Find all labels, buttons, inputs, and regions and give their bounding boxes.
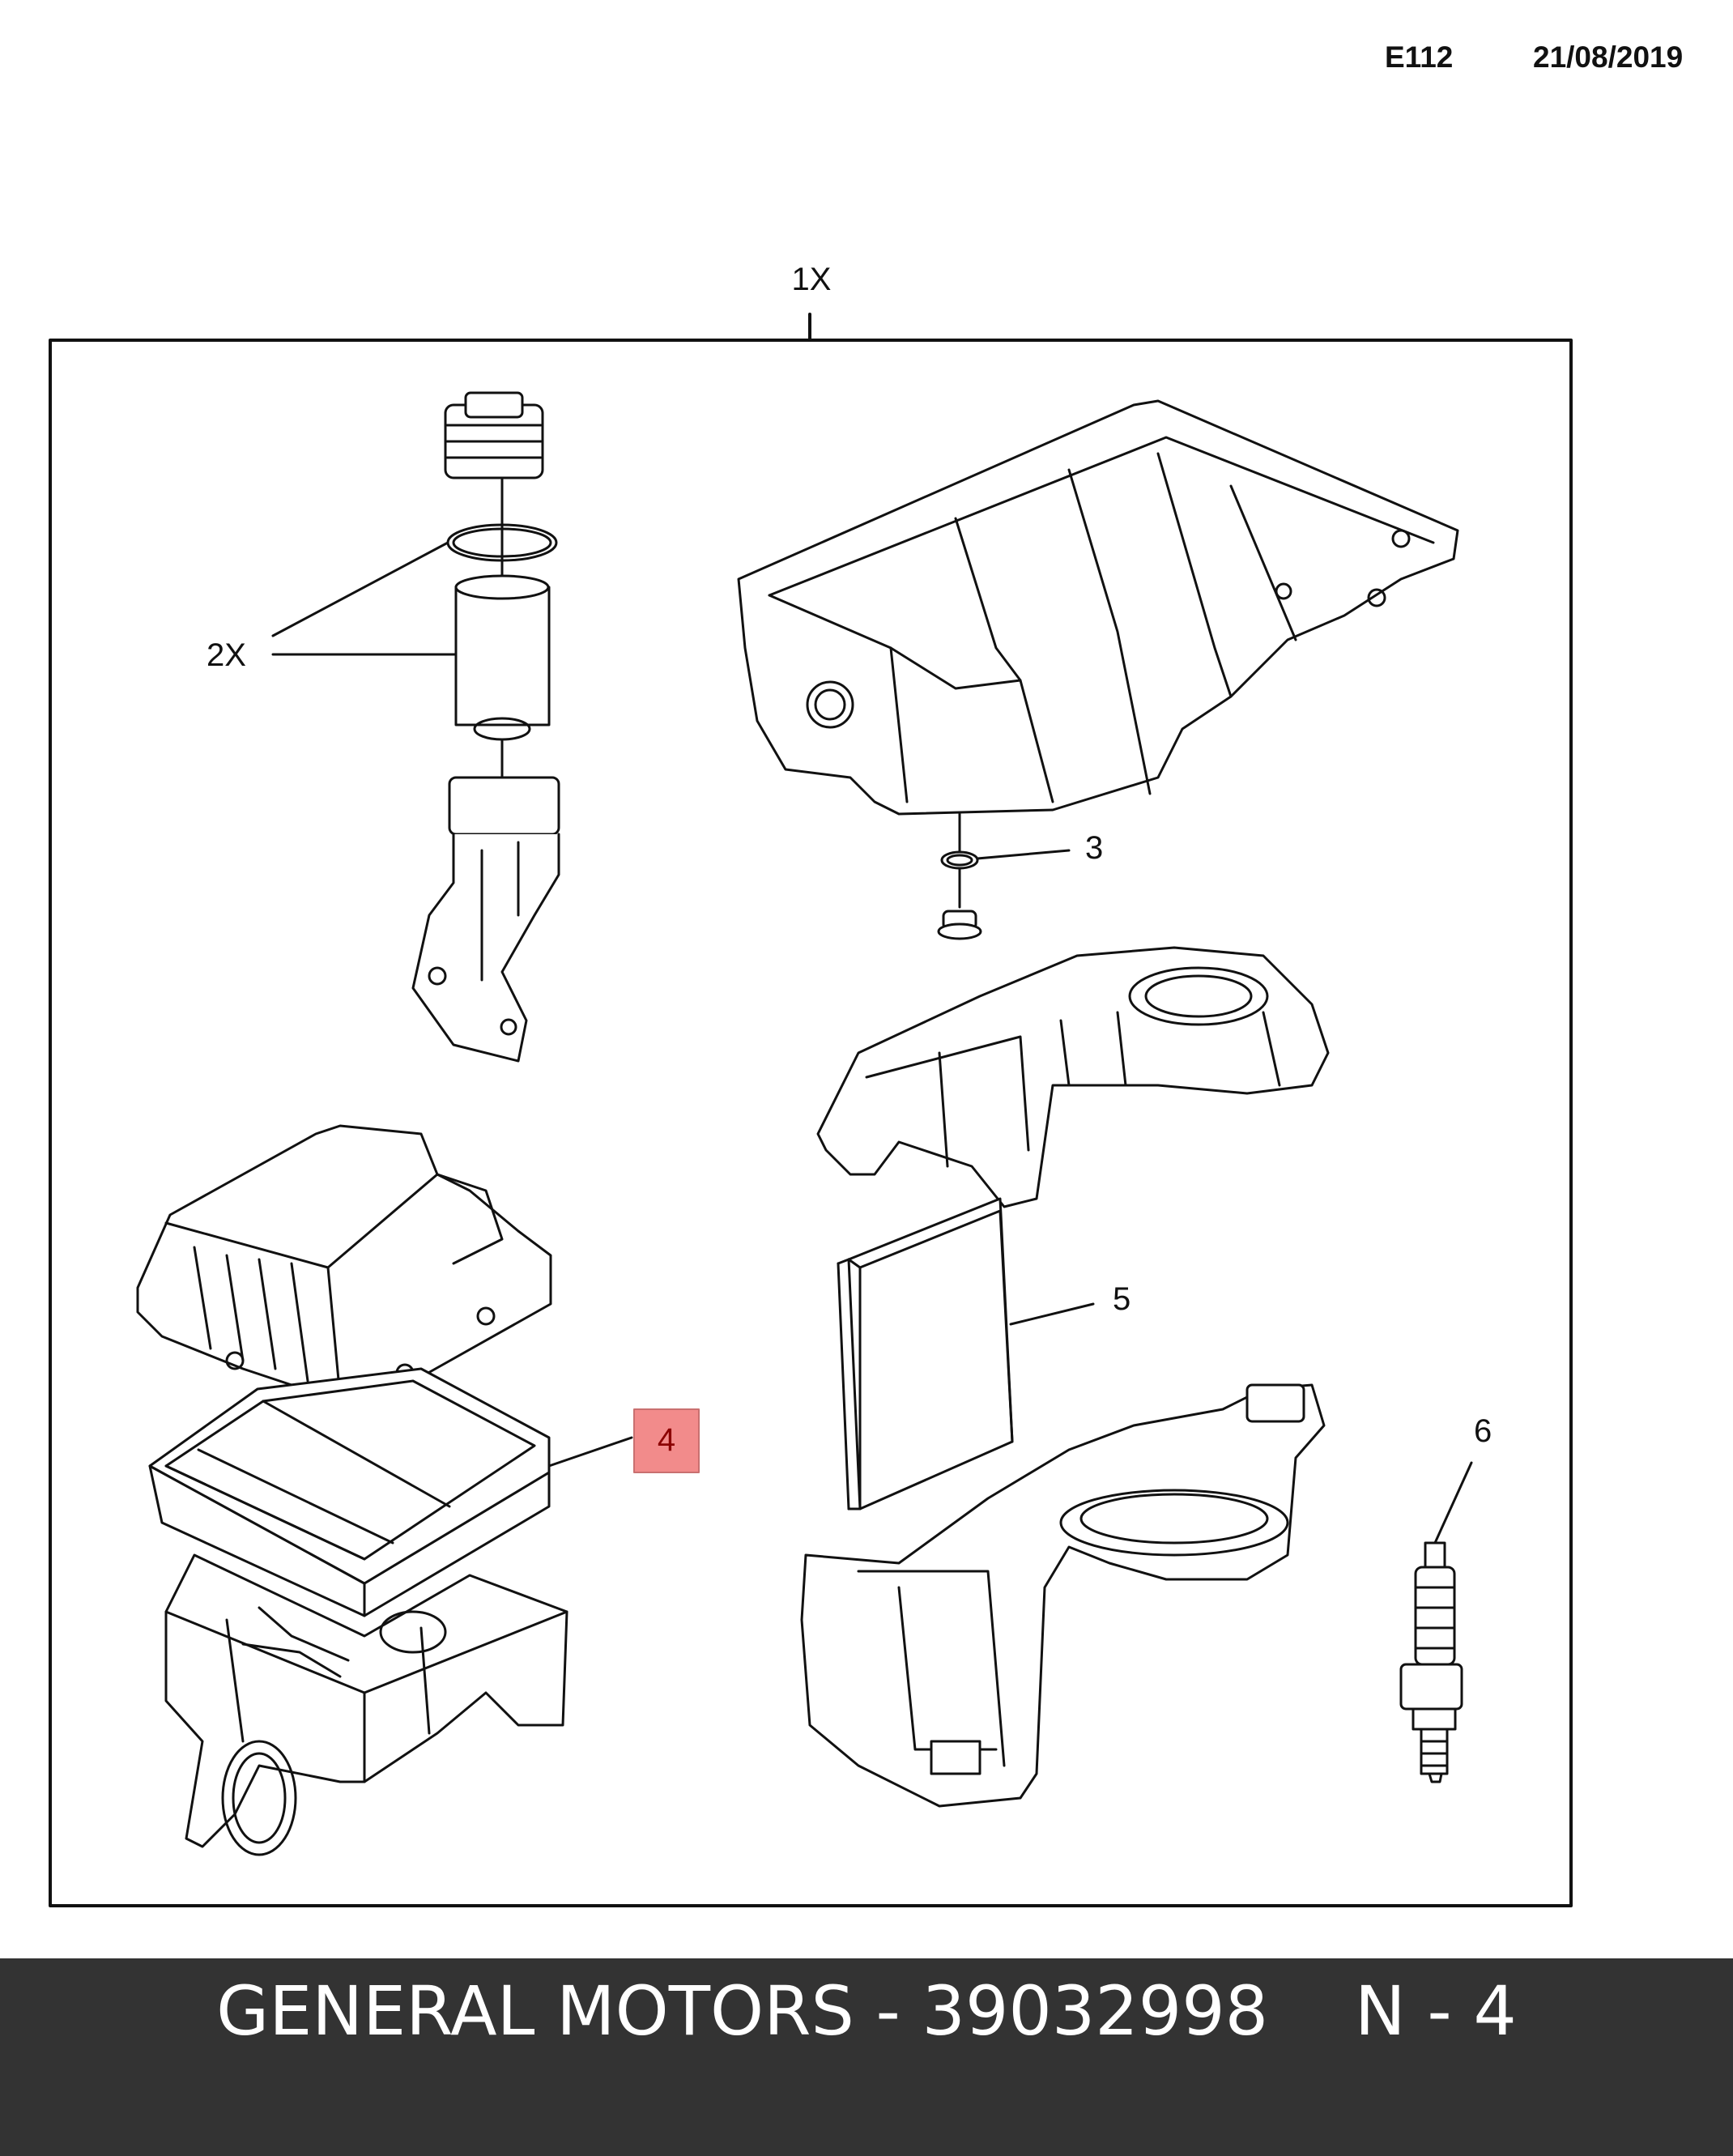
hvac-housing-lower-icon	[800, 1383, 1326, 1808]
parts-diagram: 1X 2X	[49, 262, 1573, 1907]
callout-6: 6	[1474, 1413, 1492, 1449]
callout-4: 4	[658, 1422, 675, 1458]
diagram-date: 21/08/2019	[1533, 40, 1684, 74]
callout-6-leader	[1433, 1461, 1473, 1545]
airbox-cover-icon	[136, 1124, 552, 1403]
hvac-housing-upper-icon	[816, 946, 1330, 1208]
callout-2x-leader-upper	[271, 541, 449, 637]
callout-3: 3	[1085, 830, 1103, 866]
diagram-code: E112	[1385, 40, 1454, 74]
oil-filter-assembly-icon	[411, 391, 560, 1063]
drain-plug-icon	[937, 812, 982, 940]
part-number-caption: GENERAL MOTORS - 39032998 N - 4	[216, 1971, 1517, 2051]
callout-2x: 2X	[207, 637, 246, 673]
callout-3-leader	[976, 849, 1071, 860]
airbox-base-icon	[164, 1553, 568, 1856]
spark-plug-icon	[1399, 1541, 1463, 1783]
cabin-filter-icon	[837, 1197, 1014, 1510]
callout-5: 5	[1113, 1281, 1130, 1317]
air-filter-element-icon	[148, 1367, 551, 1617]
callout-1x: 1X	[792, 262, 832, 297]
callout-5-leader	[1009, 1302, 1095, 1326]
callout-4-leader	[547, 1436, 633, 1468]
footer-bar: GENERAL MOTORS - 39032998 N - 4	[0, 1958, 1733, 2156]
callout-4-highlight	[633, 1408, 700, 1473]
oil-pan-icon	[737, 399, 1459, 816]
